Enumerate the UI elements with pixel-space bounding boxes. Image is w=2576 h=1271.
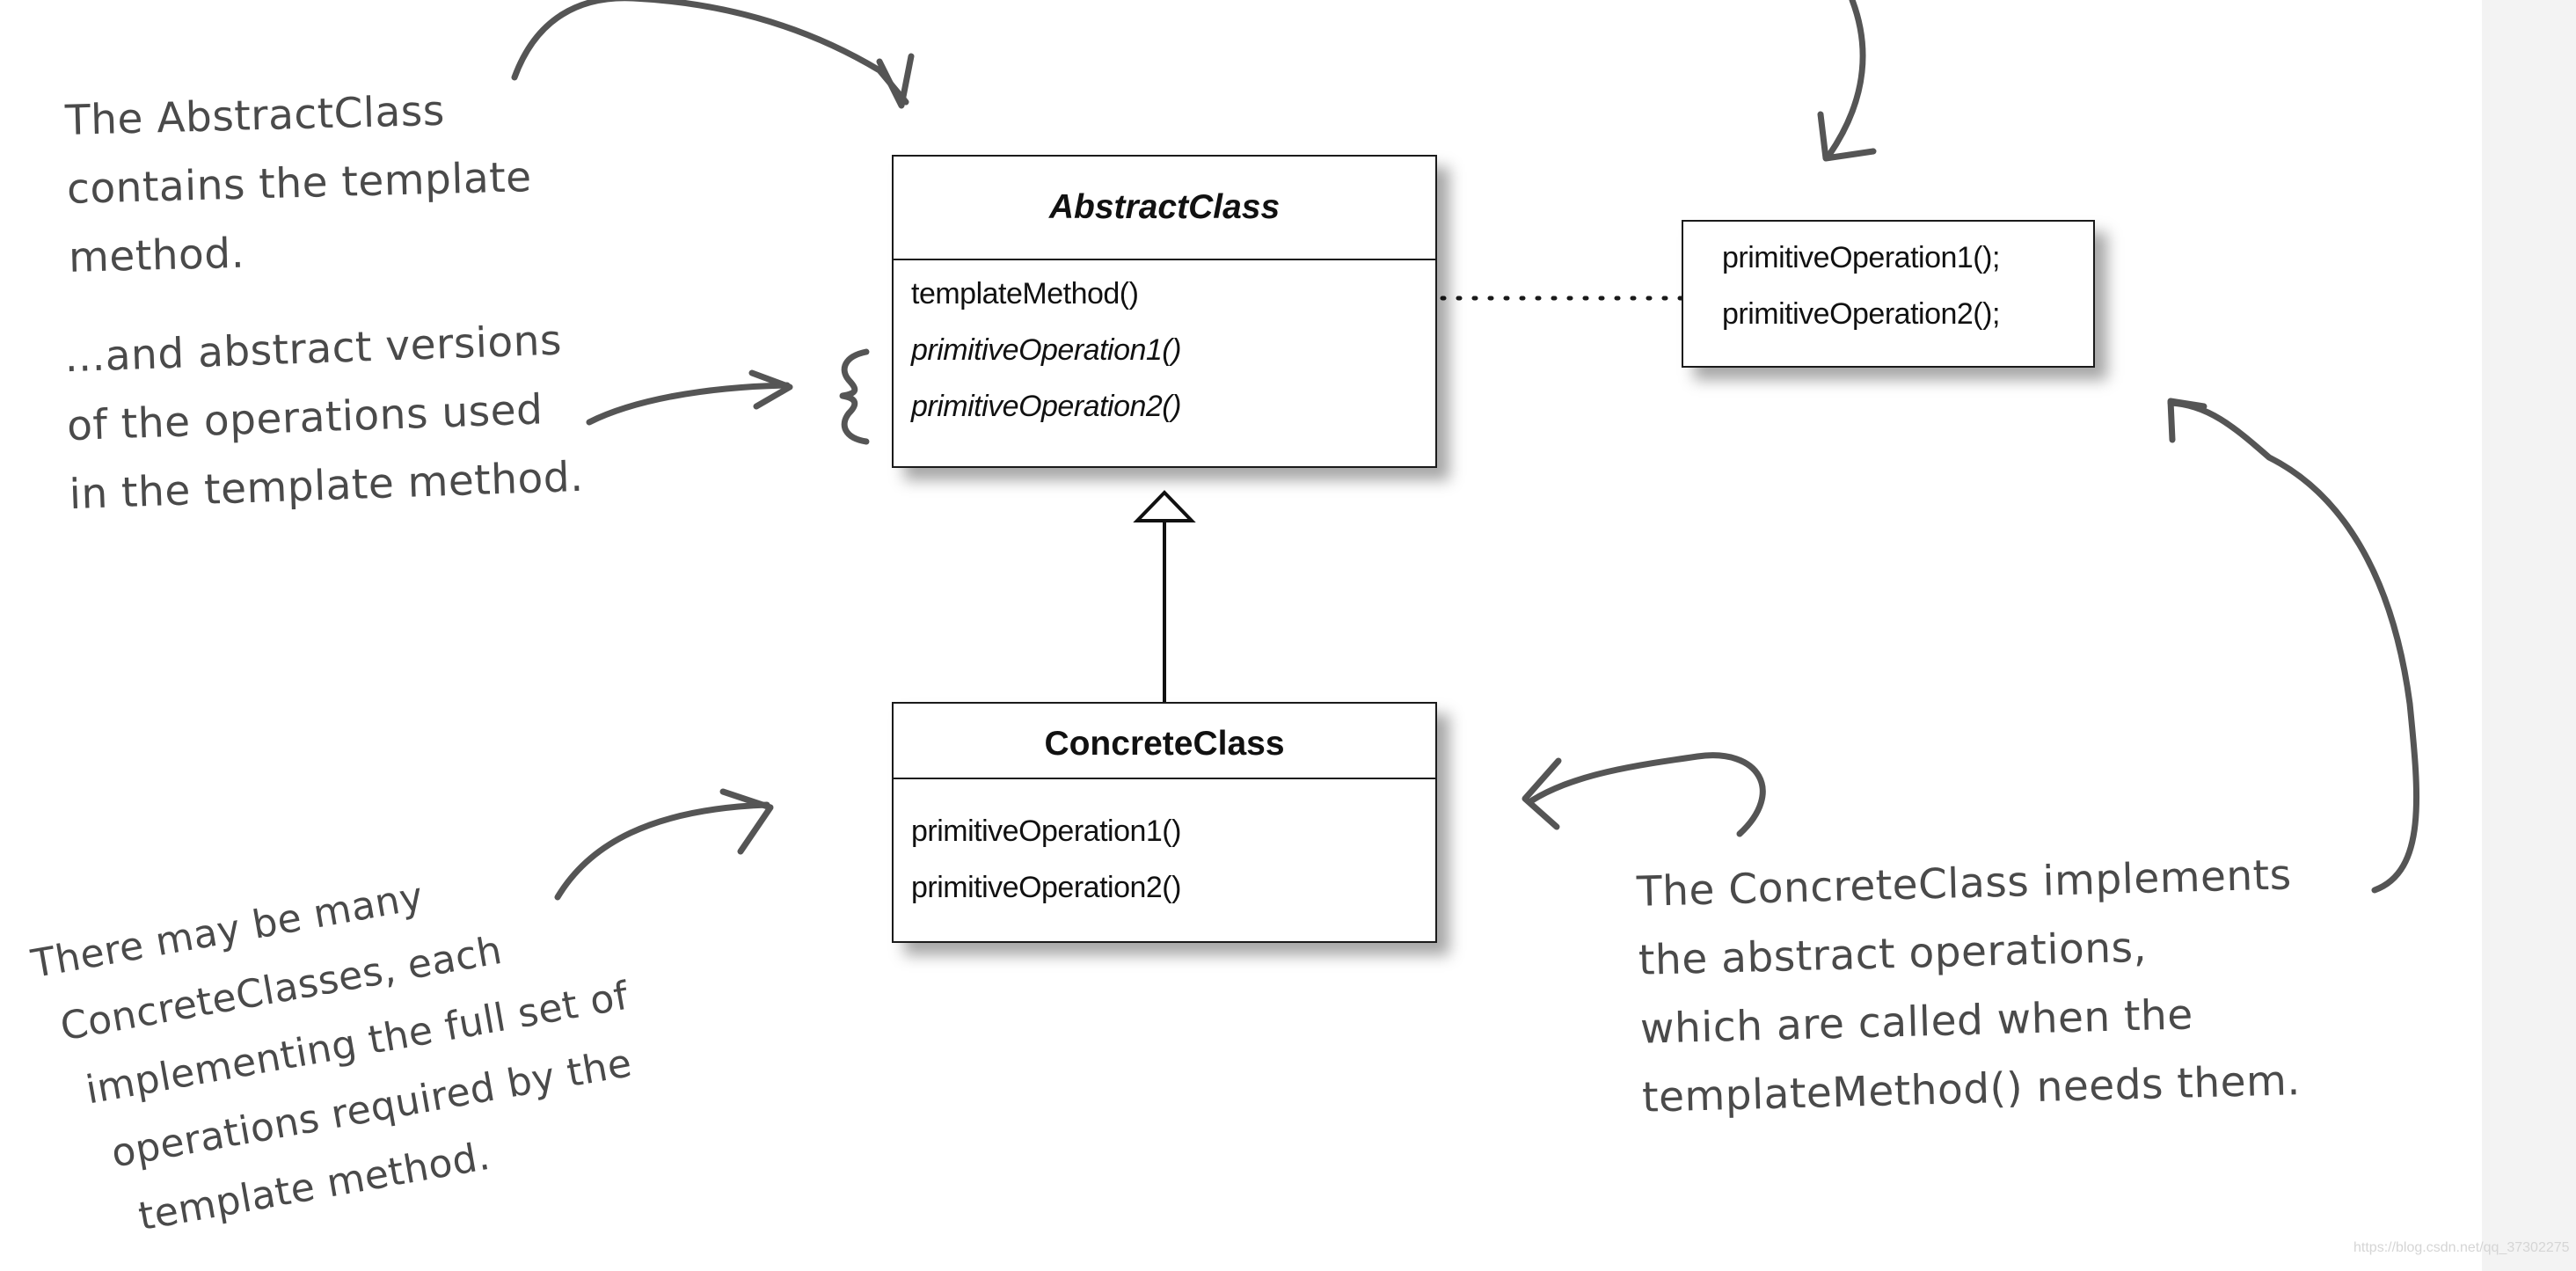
- operation-primitive-1: primitiveOperation1(): [911, 333, 1181, 367]
- operation-template-method: templateMethod(): [911, 277, 1139, 310]
- right-margin-strip: [2482, 0, 2576, 1271]
- abstract-class-box: AbstractClass templateMethod() primitive…: [892, 155, 1437, 468]
- concrete-class-name: ConcreteClass: [894, 704, 1435, 779]
- arrow-to-concrete-class: [554, 801, 770, 901]
- arrowhead-body-box-right: [2167, 398, 2207, 443]
- note-line: contains the template: [66, 153, 533, 214]
- body-line-1: primitiveOperation1();: [1722, 241, 2000, 274]
- arrow-to-body-box: [1826, 0, 1866, 158]
- arrowhead-abstract-class: [876, 53, 915, 109]
- concrete-class-box: ConcreteClass primitiveOperation1() prim…: [892, 702, 1437, 943]
- note-concrete-implements: The ConcreteClass implements the abstrac…: [1636, 841, 2302, 1132]
- arrowhead-concrete-note: [1522, 757, 1562, 830]
- template-method-body-box: primitiveOperation1(); primitiveOperatio…: [1682, 220, 2095, 368]
- body-line-2: primitiveOperation2();: [1722, 297, 2000, 331]
- arrow-to-brace: [586, 382, 791, 426]
- arrow-to-body-box-right: [2167, 399, 2420, 894]
- concrete-operation-1: primitiveOperation1(): [911, 814, 1181, 848]
- brace-abstract-ops: [839, 348, 870, 445]
- note-line: method.: [68, 229, 245, 282]
- arrowhead-concrete-class: [719, 788, 774, 855]
- note-line: The AbstractClass: [64, 86, 446, 145]
- arrow-from-concrete-note: [1529, 752, 1766, 837]
- arrowhead-brace: [748, 369, 793, 410]
- operation-primitive-2: primitiveOperation2(): [911, 390, 1181, 423]
- arrowhead-body-box: [1817, 111, 1877, 162]
- note-abstract-operations: ...and abstract versions of the operatio…: [63, 306, 585, 530]
- abstract-class-name: AbstractClass: [894, 157, 1435, 260]
- arrow-to-abstract-class: [511, 0, 909, 106]
- concrete-operation-2: primitiveOperation2(): [911, 871, 1181, 904]
- note-template-method: The AbstractClass contains the template …: [64, 75, 535, 293]
- inheritance-triangle: [1133, 490, 1196, 522]
- watermark-url: https://blog.csdn.net/qq_37302275: [2353, 1240, 2570, 1255]
